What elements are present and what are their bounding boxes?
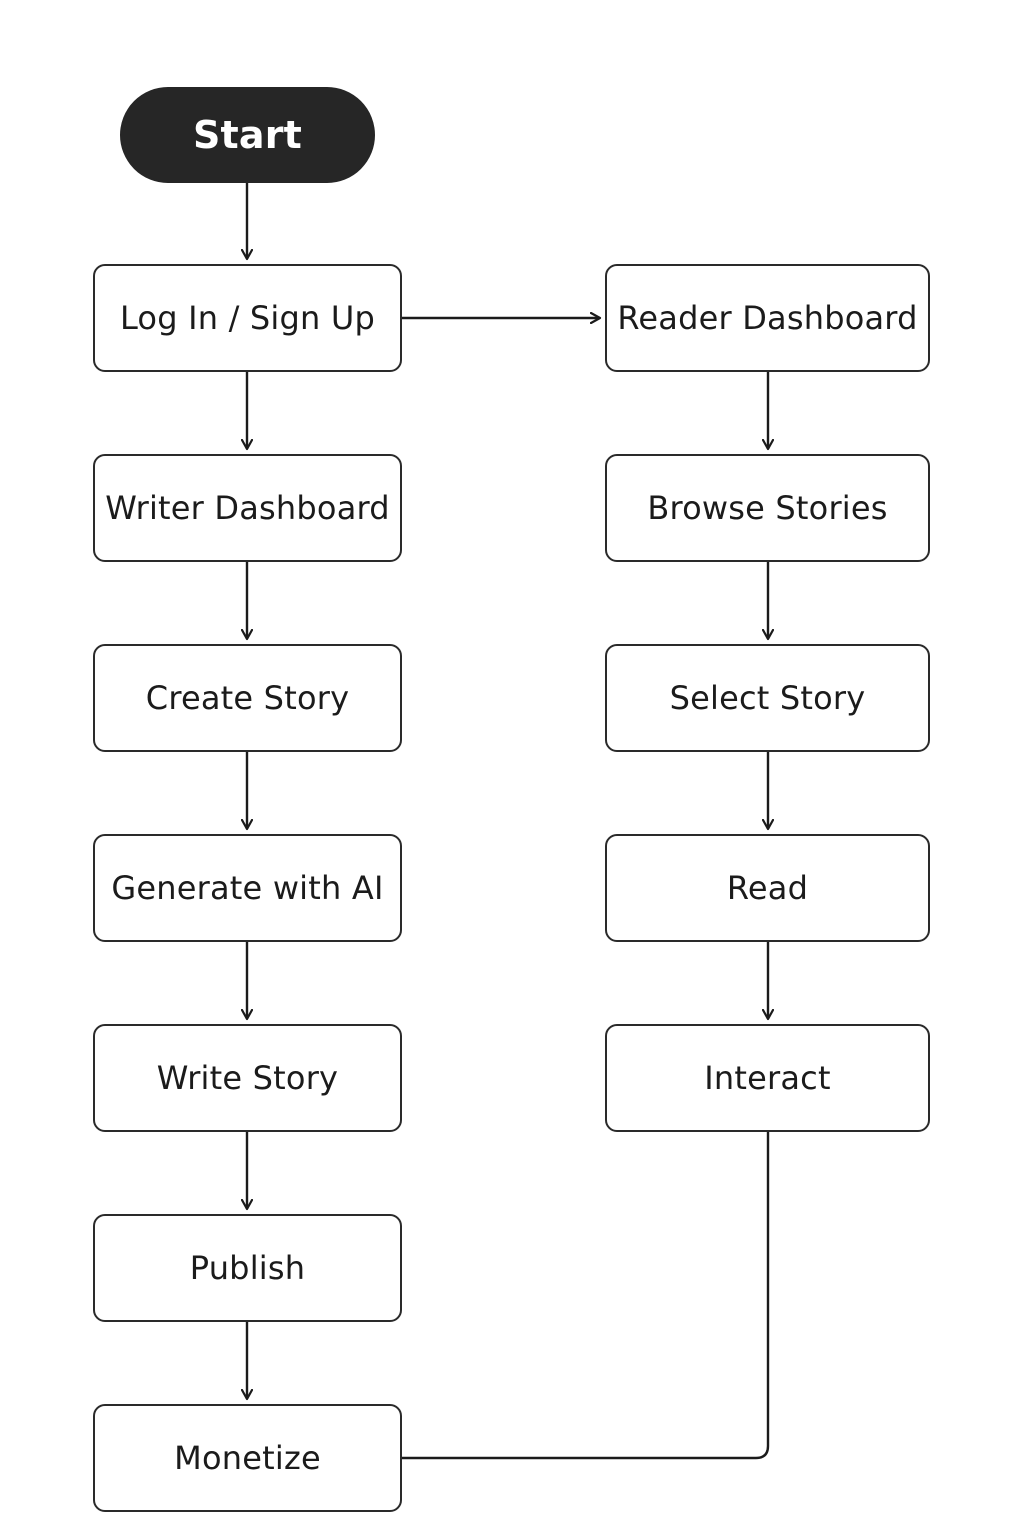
generate-with-ai-node: Generate with AI [93, 834, 402, 942]
login-signup-node: Log In / Sign Up [93, 264, 402, 372]
write-story-node: Write Story [93, 1024, 402, 1132]
writer-dashboard-node: Writer Dashboard [93, 454, 402, 562]
select-story-node: Select Story [605, 644, 930, 752]
monetize-node: Monetize [93, 1404, 402, 1512]
browse-stories-node: Browse Stories [605, 454, 930, 562]
reader-dashboard-node: Reader Dashboard [605, 264, 930, 372]
create-story-node: Create Story [93, 644, 402, 752]
publish-node: Publish [93, 1214, 402, 1322]
interact-node: Interact [605, 1024, 930, 1132]
connector-interact-to-monetize [402, 1132, 770, 1460]
start-node: Start [120, 87, 375, 183]
read-node: Read [605, 834, 930, 942]
